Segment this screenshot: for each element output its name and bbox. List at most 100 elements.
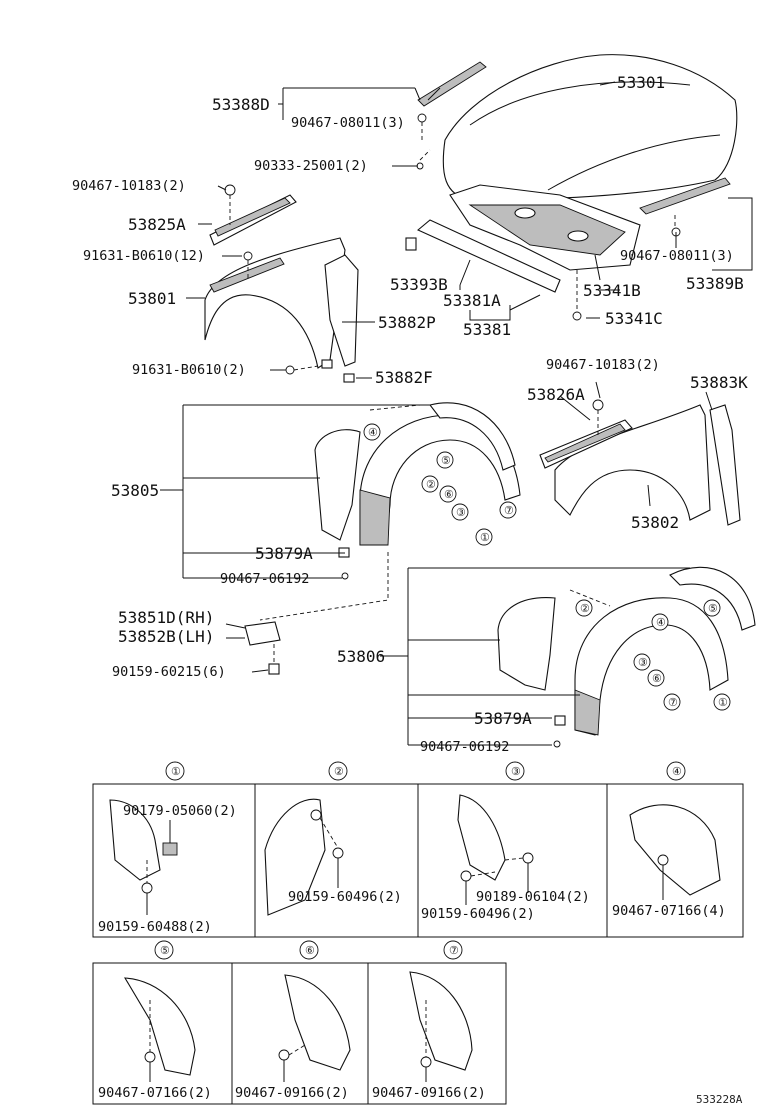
callout-6: ⑥ (652, 672, 662, 685)
hood-weatherstrip-right (639, 177, 731, 215)
label-53879A-b: 53879A (474, 709, 532, 728)
label-53341C: 53341C (605, 309, 663, 328)
callout-2: ② (426, 478, 436, 491)
fender-liner-53882P (324, 254, 359, 367)
label-90467-08011-b: 90467-08011(3) (620, 248, 734, 264)
label-91631-B0610-a: 91631-B0610(12) (83, 248, 205, 264)
detail-2-liner (264, 798, 326, 916)
label-53805: 53805 (111, 481, 159, 500)
label-53389B: 53389B (686, 274, 744, 293)
hood-insulator (449, 184, 641, 271)
detail-7-part-a: 90467-09166(2) (372, 1085, 486, 1101)
detail-marker-6 (299, 940, 319, 960)
detail-marker-4 (666, 761, 686, 781)
detail-7-liner (409, 971, 473, 1071)
detail-num-6: ⑥ (305, 944, 315, 957)
detail-3-part-a: 90189-06104(2) (476, 889, 590, 905)
detail-marker-5 (154, 940, 174, 960)
label-90467-06192-a: 90467-06192 (220, 571, 309, 587)
clip-icon (310, 809, 322, 821)
clip-icon (657, 854, 669, 866)
detail-1-liner (109, 799, 161, 881)
callout-1: ① (718, 696, 728, 709)
callout-2: ② (580, 602, 590, 615)
label-53882F: 53882F (375, 368, 433, 387)
callouts-53805 (363, 423, 517, 546)
fender-liner-53883K (709, 404, 741, 526)
callout-3: ③ (456, 506, 466, 519)
label-53883K: 53883K (690, 373, 748, 392)
label-53801: 53801 (128, 289, 176, 308)
detail-3-part-b: 90159-60496(2) (421, 906, 535, 922)
label-53879A-a: 53879A (255, 544, 313, 563)
screw-icon (268, 663, 280, 675)
label-53388D: 53388D (212, 95, 270, 114)
fender-left (204, 237, 346, 369)
label-90333-25001: 90333-25001(2) (254, 158, 368, 174)
label-90467-10183-a: 90467-10183(2) (72, 178, 186, 194)
detail-marker-7 (443, 940, 463, 960)
callout-3: ③ (638, 656, 648, 669)
callouts-53806 (575, 599, 731, 711)
nut-icon (162, 842, 178, 856)
detail-6-part-a: 90467-09166(2) (235, 1085, 349, 1101)
label-53825A: 53825A (128, 215, 186, 234)
detail-row-2 (92, 962, 507, 1105)
fender-right (554, 404, 711, 521)
detail-num-5: ⑤ (160, 944, 170, 957)
clip-icon (553, 740, 561, 748)
callout-1: ① (480, 531, 490, 544)
cushion-icon (572, 311, 582, 321)
label-53301: 53301 (617, 73, 665, 92)
label-53381: 53381 (463, 320, 511, 339)
clip-icon (554, 715, 566, 726)
clip-icon (341, 572, 349, 580)
label-53341B: 53341B (583, 281, 641, 300)
screw-icon (141, 882, 153, 894)
label-53826A: 53826A (527, 385, 585, 404)
detail-1-part-a: 90179-05060(2) (123, 803, 237, 819)
wheel-liner-53806 (497, 566, 756, 736)
label-53381A: 53381A (443, 291, 501, 310)
detail-marker-3 (505, 761, 525, 781)
seal-icon (343, 373, 355, 383)
label-53851D: 53851D(RH) (118, 608, 214, 627)
clip-icon (224, 184, 236, 196)
label-90467-10183-b: 90467-10183(2) (546, 357, 660, 373)
clip-icon (522, 852, 534, 864)
label-90467-06192-b: 90467-06192 (420, 739, 509, 755)
callout-7: ⑦ (668, 696, 678, 709)
callout-6: ⑥ (444, 488, 454, 501)
label-53393B: 53393B (390, 275, 448, 294)
detail-num-1: ① (171, 765, 181, 778)
detail-2-part-a: 90159-60496(2) (288, 889, 402, 905)
clip-icon (332, 847, 344, 859)
callout-7: ⑦ (504, 504, 514, 517)
label-53806: 53806 (337, 647, 385, 666)
label-53882P: 53882P (378, 313, 436, 332)
detail-4-liner (629, 804, 721, 896)
bolt-icon (243, 251, 253, 261)
label-90467-08011-a: 90467-08011(3) (291, 115, 405, 131)
detail-5-part-a: 90467-07166(2) (98, 1085, 212, 1101)
clip-icon (144, 1051, 156, 1063)
detail-6-liner (284, 974, 351, 1071)
detail-3-liner (457, 794, 506, 881)
callout-5: ⑤ (708, 602, 718, 615)
clip-icon (420, 1056, 432, 1068)
screw-icon (460, 870, 472, 882)
detail-num-3: ③ (511, 765, 521, 778)
detail-4-part-a: 90467-07166(4) (612, 903, 726, 919)
bracket-icon (405, 237, 417, 251)
clip-icon (592, 399, 604, 411)
fender-bracket-53826A (539, 419, 633, 469)
callout-4: ④ (656, 616, 666, 629)
detail-num-7: ⑦ (449, 944, 459, 957)
detail-marker-1 (165, 761, 185, 781)
label-53802: 53802 (631, 513, 679, 532)
detail-num-2: ② (334, 765, 344, 778)
clip-icon (417, 113, 427, 123)
label-91631-B0610-b: 91631-B0610(2) (132, 362, 246, 378)
hood-seal (416, 219, 561, 293)
